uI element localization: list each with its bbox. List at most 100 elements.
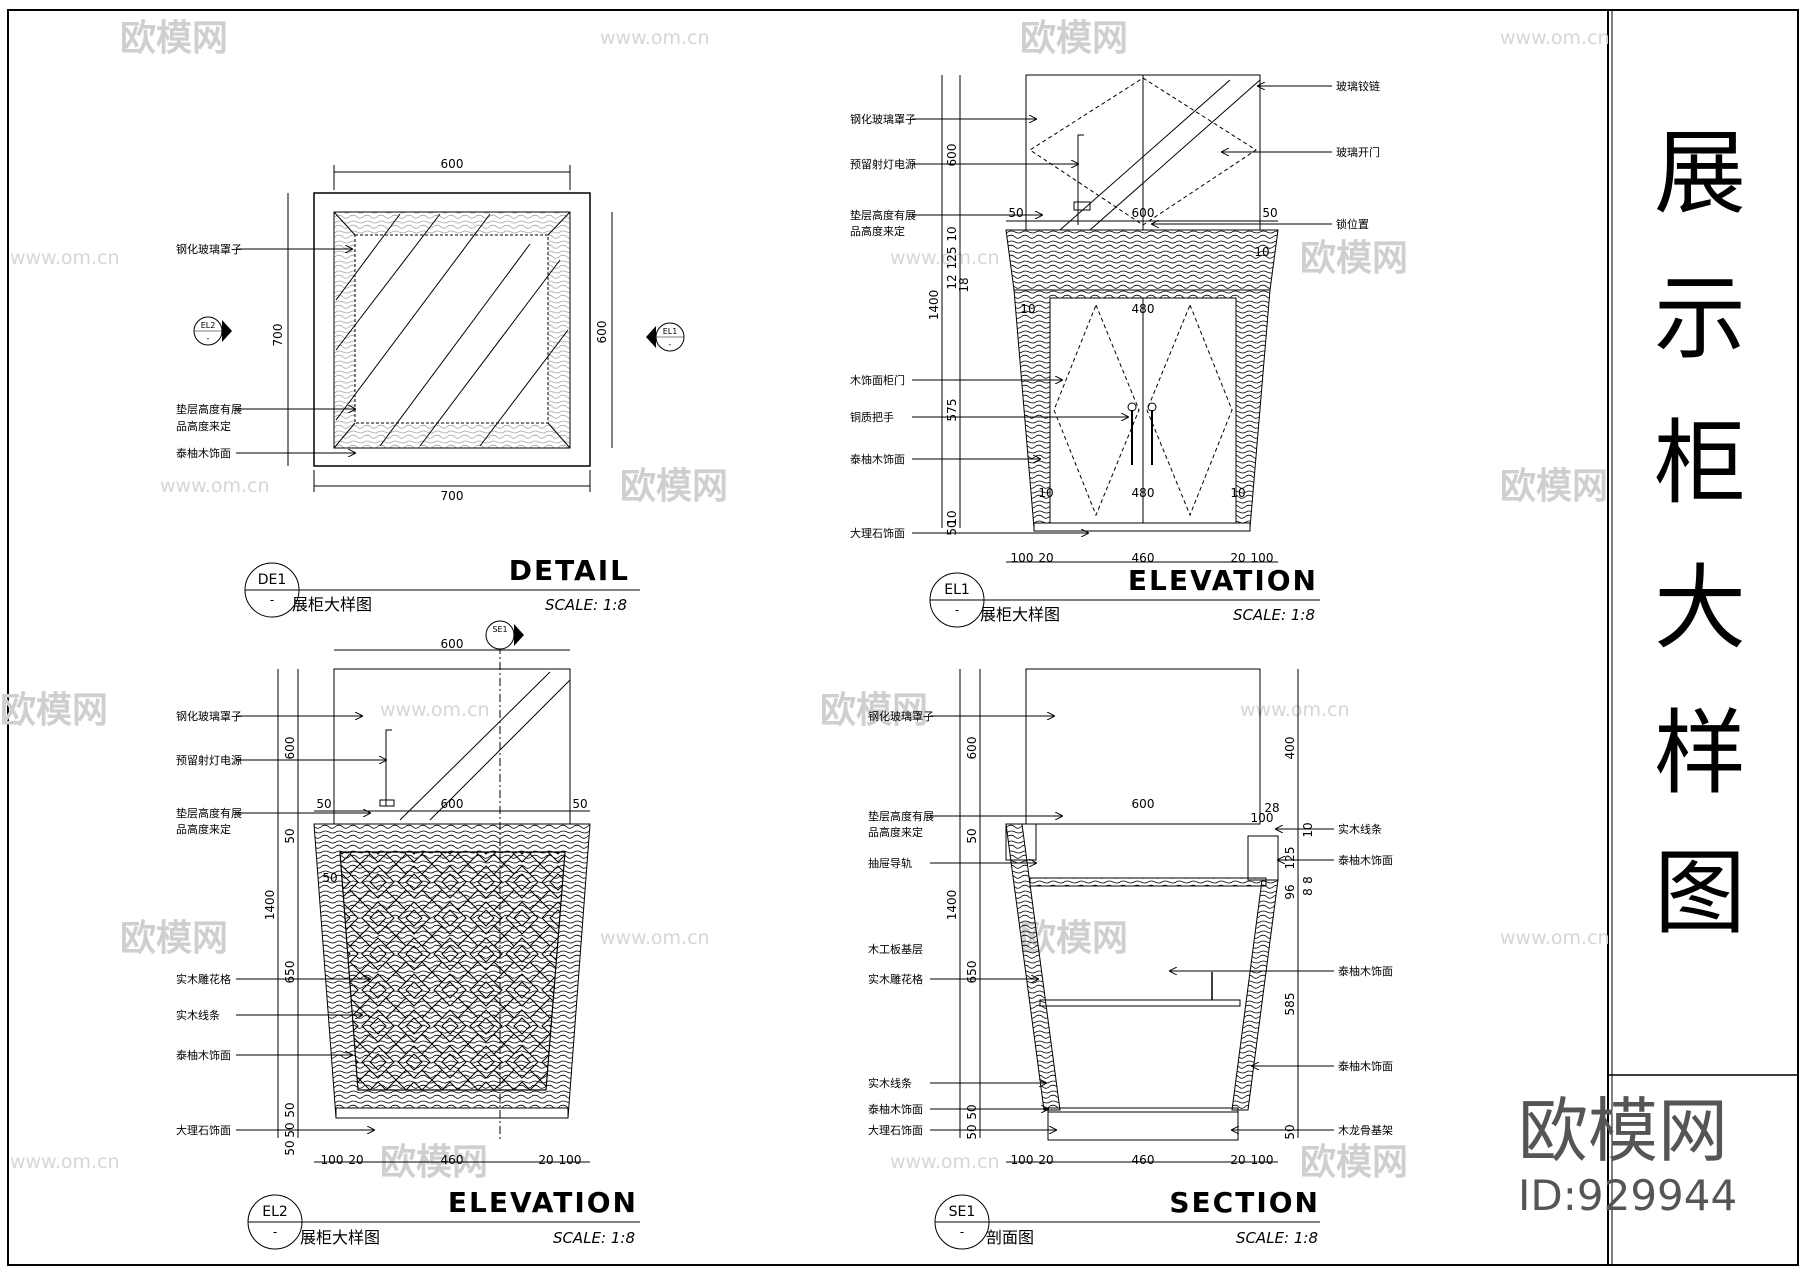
panel-detail-de1: 600 700 700 600 EL2 - EL1 - 钢化玻璃罩子 垫层高度有… xyxy=(176,157,685,618)
watermark-url: www.om.cn xyxy=(890,1151,1000,1173)
title-char: 示 xyxy=(1654,265,1746,372)
dim-left: 700 xyxy=(271,324,285,347)
title-char: 展 xyxy=(1654,120,1746,227)
label-lock-position: 锁位置 xyxy=(1336,217,1369,231)
dim-right: 600 xyxy=(595,321,609,344)
dim-h50: 50 xyxy=(945,520,959,535)
label-wood-trim: 实木线条 xyxy=(868,1076,912,1090)
label-pad-height-2: 品高度来定 xyxy=(868,825,923,839)
dim-h575: 575 xyxy=(945,399,959,422)
dim-top50a: 50 xyxy=(1008,206,1023,220)
dim-h1400: 1400 xyxy=(263,890,277,921)
label-pad-height-2: 品高度来定 xyxy=(176,419,231,433)
dim-h50: 50 xyxy=(965,828,979,843)
view-subtitle: 展柜大样图 xyxy=(980,605,1060,624)
watermark-url: www.om.cn xyxy=(1500,27,1610,49)
dim-h650: 650 xyxy=(965,961,979,984)
label-teak-veneer-3: 泰柚木饰面 xyxy=(1338,1059,1393,1073)
watermark-url: www.om.cn xyxy=(1240,699,1350,721)
label-carved-lattice: 实木雕花格 xyxy=(868,972,923,986)
dim-b20a: 20 xyxy=(1038,1153,1053,1167)
dim-h600: 600 xyxy=(945,144,959,167)
view-scale: SCALE: 1:8 xyxy=(545,596,627,614)
watermark-brand: 欧模网 xyxy=(1300,238,1408,279)
title-char: 图 xyxy=(1654,840,1746,947)
dim-r8: 8 xyxy=(1301,876,1315,884)
label-drawer-rail: 抽屉导轨 xyxy=(868,856,912,870)
view-scale: SCALE: 1:8 xyxy=(1236,1229,1318,1247)
watermark-url: www.om.cn xyxy=(1500,927,1610,949)
dim-top50b: 50 xyxy=(1262,206,1277,220)
label-plywood-base: 木工板基层 xyxy=(868,942,923,956)
dim-r8b: 8 xyxy=(1301,888,1315,896)
label-pad-height-2: 品高度来定 xyxy=(176,822,231,836)
label-teak-veneer-2: 泰柚木饰面 xyxy=(1338,964,1393,978)
dim-in480b: 480 xyxy=(1132,486,1155,500)
view-tag-sub: - xyxy=(270,593,274,607)
label-pad-height-1: 垫层高度有展 xyxy=(176,806,242,820)
label-spotlight-power: 预留射灯电源 xyxy=(850,157,916,171)
dim-h10b: 10 xyxy=(945,510,959,525)
label-pad-height-2: 品高度来定 xyxy=(850,224,905,238)
label-spotlight-power: 预留射灯电源 xyxy=(176,753,242,767)
watermark-url: www.om.cn xyxy=(10,1151,120,1173)
dim-b100a: 100 xyxy=(1011,551,1034,565)
watermark-url: www.om.cn xyxy=(600,927,710,949)
view-tag: SE1 xyxy=(949,1204,976,1220)
label-teak-veneer: 泰柚木饰面 xyxy=(176,1048,231,1062)
view-tag-sub: - xyxy=(955,603,959,617)
view-tag: EL2 xyxy=(262,1204,288,1220)
label-glass-hinge: 玻璃铰链 xyxy=(1336,79,1380,93)
dim-in10c: 10 xyxy=(1038,486,1053,500)
view-heading: DETAIL xyxy=(509,554,630,587)
watermark-brand: 欧模网 xyxy=(820,690,928,731)
dim-top100: 100 xyxy=(1251,811,1274,825)
dim-r10: 10 xyxy=(1301,822,1315,837)
watermark-url: www.om.cn xyxy=(160,475,270,497)
label-carved-lattice: 实木雕花格 xyxy=(176,972,231,986)
dim-r400: 400 xyxy=(1283,737,1297,760)
section-ref-tag: SE1 xyxy=(492,625,507,634)
label-glass-cover: 钢化玻璃罩子 xyxy=(176,242,242,256)
view-tag-sub: - xyxy=(273,1225,277,1239)
panel-elevation-el1: 600 10 125 12 18 1400 575 50 10 50 600 5… xyxy=(850,74,1380,628)
dim-h1400: 1400 xyxy=(945,890,959,921)
label-wood-trim: 实木线条 xyxy=(176,1008,220,1022)
view-scale: SCALE: 1:8 xyxy=(1233,606,1315,624)
sheet-id: ID:929944 xyxy=(1518,1171,1737,1220)
dim-h125: 125 xyxy=(945,247,959,270)
dim-b460: 460 xyxy=(1132,1153,1155,1167)
dim-h18: 18 xyxy=(957,277,971,292)
dim-h50c: 50 xyxy=(965,1124,979,1139)
label-veneer-door: 木饰面柜门 xyxy=(850,373,905,387)
dim-b100a: 100 xyxy=(321,1153,344,1167)
ref-tag-left-sub: - xyxy=(207,334,210,343)
label-copper-handle: 铜质把手 xyxy=(850,410,894,424)
dim-in10b: 10 xyxy=(1254,245,1269,259)
dim-in480a: 480 xyxy=(1132,302,1155,316)
label-teak-veneer: 泰柚木饰面 xyxy=(868,1102,923,1116)
view-heading: ELEVATION xyxy=(448,1186,638,1219)
ref-tag-right-sub: - xyxy=(669,340,672,349)
dim-h650: 650 xyxy=(283,961,297,984)
watermark-brand: 欧模网 xyxy=(1500,466,1608,507)
watermark-brand: 欧模网 xyxy=(1020,18,1128,59)
watermark-url: www.om.cn xyxy=(600,27,710,49)
dim-h600: 600 xyxy=(965,737,979,760)
watermark-url: www.om.cn xyxy=(890,247,1000,269)
dim-h50b: 50 xyxy=(965,1104,979,1119)
dim-b20b: 20 xyxy=(1230,551,1245,565)
label-teak-veneer: 泰柚木饰面 xyxy=(850,452,905,466)
dim-b460: 460 xyxy=(441,1153,464,1167)
dim-r50: 50 xyxy=(1283,1124,1297,1139)
label-teak-veneer: 泰柚木饰面 xyxy=(176,446,231,460)
label-teak-veneer-1: 泰柚木饰面 xyxy=(1338,853,1393,867)
dim-h50: 50 xyxy=(283,828,297,843)
watermark-brand: 欧模网 xyxy=(620,466,728,507)
dim-b20b: 20 xyxy=(538,1153,553,1167)
dim-r585: 585 xyxy=(1283,993,1297,1016)
view-tag: DE1 xyxy=(258,572,287,588)
title-block: 展 示 柜 大 样 图 欧模网 ID:929944 xyxy=(1518,120,1746,1220)
dim-b20a: 20 xyxy=(1038,551,1053,565)
label-glass-cover: 钢化玻璃罩子 xyxy=(850,112,916,126)
